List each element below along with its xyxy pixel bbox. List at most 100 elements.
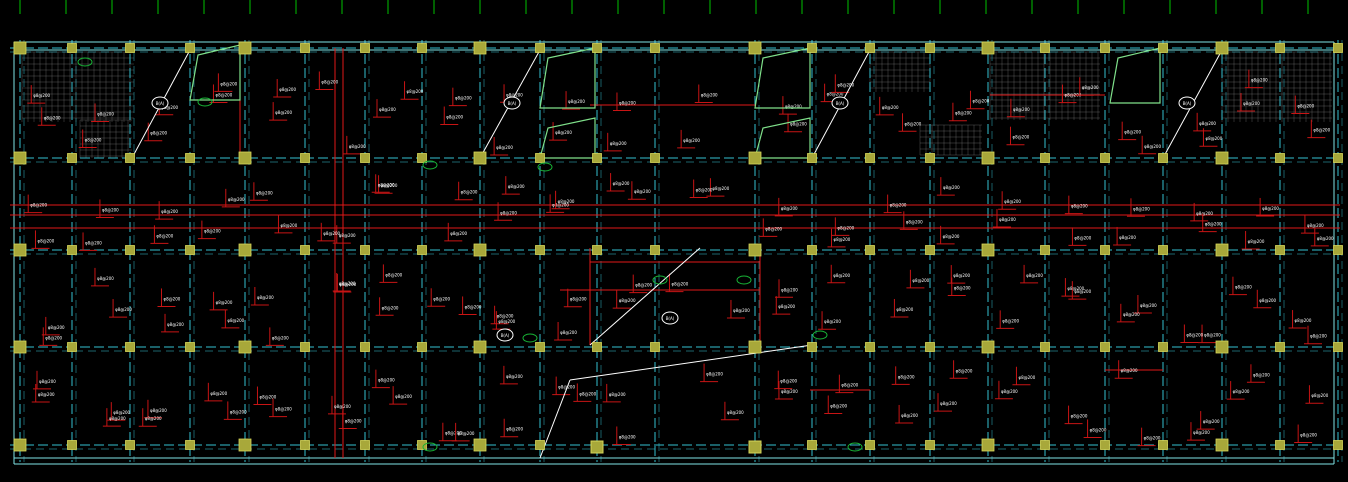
rebar-label: φ8@200: [378, 182, 395, 187]
rebar-label: φ8@200: [905, 121, 922, 126]
column: [185, 342, 195, 352]
column: [125, 342, 135, 352]
green-tag: [422, 160, 438, 170]
rebar-mark: φ8@200: [253, 386, 277, 406]
rebar-mark: φ8@200: [573, 383, 597, 402]
column: [650, 153, 660, 163]
column: [13, 340, 27, 354]
column: [650, 342, 660, 352]
column: [417, 153, 427, 163]
rebar-label: φ8@200: [1235, 285, 1252, 290]
rebar-mark: φ8@200: [706, 178, 730, 197]
rebar-label: φ8@200: [906, 219, 923, 224]
rebar-label: φ8@200: [619, 434, 636, 439]
rebar-mark: φ8@200: [400, 81, 424, 100]
column: [1158, 153, 1168, 163]
rebar-label: φ8@200: [940, 401, 957, 406]
rebar-label: φ8@200: [323, 231, 340, 236]
rebar-label: φ8@200: [407, 89, 424, 94]
rebar-label: φ8@200: [1307, 223, 1324, 228]
rebar-mark: φ8@200: [109, 299, 132, 318]
rebar-mark: φ8@200: [996, 310, 1019, 329]
green-tag: [652, 275, 668, 285]
column: [67, 245, 77, 255]
rebar-mark: φ8@200: [831, 217, 855, 236]
rebar-label: φ8@200: [378, 378, 395, 383]
column: [865, 342, 875, 352]
rebar-mark: φ8@200: [332, 225, 356, 244]
rebar-label: φ8@200: [765, 226, 782, 231]
rebar-mark: φ8@200: [612, 92, 636, 112]
rebar-mark: φ8@200: [1061, 278, 1085, 297]
rebar-mark: φ8@200: [890, 298, 914, 318]
green-tag: [422, 442, 438, 452]
rebar-label: φ8@200: [671, 282, 688, 287]
column: [1275, 43, 1285, 53]
column: [417, 342, 427, 352]
room-tag-ellipse: [661, 311, 679, 325]
rebar-mark: φ8@200: [197, 220, 221, 240]
rebar-label: φ8@200: [506, 374, 523, 379]
column: [592, 43, 602, 53]
column: [360, 153, 370, 163]
column: [473, 151, 487, 165]
rebar-label: φ8@200: [382, 305, 399, 310]
room-tag-label: B(A): [1183, 101, 1192, 106]
rebar-mark: φ8@200: [1006, 98, 1030, 118]
rebar-label: φ8@200: [506, 427, 523, 432]
column: [1333, 245, 1343, 255]
column: [1100, 440, 1110, 450]
rebar-label: φ8@200: [97, 276, 114, 281]
rebar-label: φ8@200: [433, 296, 450, 301]
rebar-mark: φ8@200: [948, 102, 972, 122]
rebar-label: φ8@200: [953, 273, 970, 278]
column: [1215, 41, 1229, 55]
column: [1158, 43, 1168, 53]
column: [925, 342, 935, 352]
hatch-area: [79, 119, 132, 158]
rebar-label: φ8@200: [150, 131, 167, 136]
rebar-mark: φ8@200: [448, 87, 472, 107]
rebar-label: φ8@200: [1026, 273, 1043, 278]
rebar-label: φ8@200: [395, 394, 412, 399]
rebar-mark: φ8@200: [629, 274, 653, 294]
rebar-mark: φ8@200: [1058, 84, 1082, 104]
rebar-mark: φ8@200: [720, 401, 744, 421]
column: [925, 245, 935, 255]
rebar-label: φ8@200: [215, 92, 232, 97]
room-tag-label: B(A): [156, 101, 165, 106]
rebar-label: φ8@200: [228, 197, 245, 202]
rebar-mark: φ8@200: [31, 383, 55, 403]
rebar-label: φ8@200: [683, 138, 700, 143]
column: [865, 245, 875, 255]
column: [925, 440, 935, 450]
rebar-mark: φ8@200: [774, 279, 798, 298]
column: [981, 151, 995, 165]
rebar-label: φ8@200: [1311, 393, 1328, 398]
rebar-mark: φ8@200: [250, 286, 274, 306]
rebar-label: φ8@200: [156, 233, 173, 238]
rebar-mark: φ8@200: [24, 194, 47, 214]
rebar-label: φ8@200: [1300, 433, 1317, 438]
rebar-mark: φ8@200: [774, 197, 798, 217]
rebar-mark: φ8@200: [490, 136, 513, 156]
rebar-mark: φ8@200: [1113, 226, 1136, 246]
rebar-label: φ8@200: [781, 206, 798, 211]
column: [925, 43, 935, 53]
rebar-label: φ8@200: [712, 186, 729, 191]
rebar-mark: φ8@200: [947, 277, 971, 297]
rebar-mark: φ8@200: [1075, 77, 1099, 96]
slab-rebar-marks: φ8@200φ8@200φ8@200φ8@200φ8@200φ8@200φ8@2…: [24, 69, 1334, 447]
rebar-label: φ8@200: [1018, 375, 1035, 380]
green-tag: [736, 275, 752, 285]
rebar-label: φ8@200: [1203, 419, 1220, 424]
hatch-area: [1221, 51, 1332, 122]
column: [417, 440, 427, 450]
rebar-mark: φ8@200: [223, 401, 247, 420]
room-tag: B(A): [496, 328, 514, 342]
green-tag: [522, 333, 538, 343]
rebar-mark: φ8@200: [827, 264, 851, 284]
rebar-mark: φ8@200: [375, 297, 399, 316]
rebar-mark: φ8@200: [1237, 93, 1260, 112]
column: [238, 340, 252, 354]
